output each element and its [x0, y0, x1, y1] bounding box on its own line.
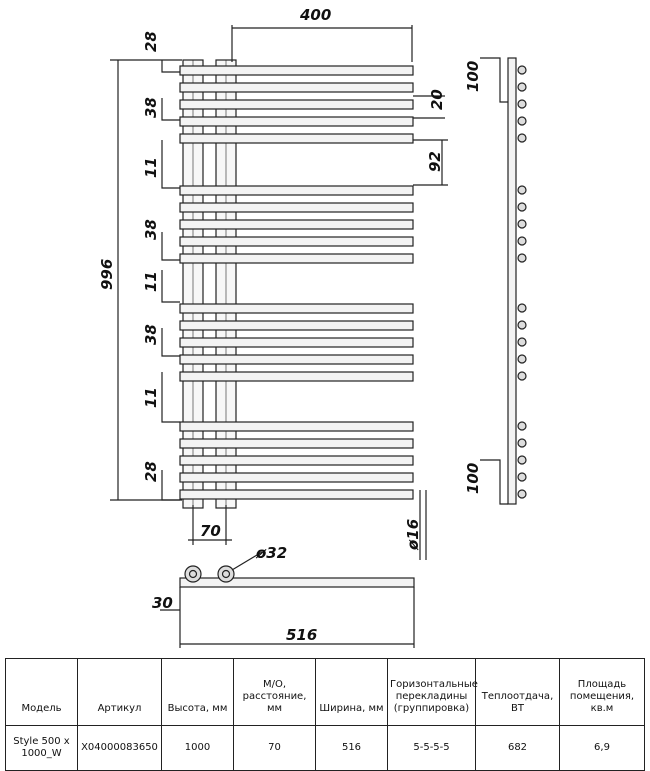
bar-end-icon	[517, 489, 527, 499]
bar-end-icon	[517, 65, 527, 75]
horizontal-bar	[179, 65, 414, 76]
bar-end-icon	[517, 82, 527, 92]
horizontal-bars	[179, 65, 414, 500]
dim-total-height: 996	[98, 259, 116, 290]
horizontal-bar	[179, 489, 414, 500]
horizontal-bar	[179, 421, 414, 432]
bar-end-icon	[517, 99, 527, 109]
table-cell: 516	[315, 725, 388, 771]
side-knobs	[517, 65, 527, 499]
bar-end-icon	[517, 421, 527, 431]
bar-end-icon	[517, 455, 527, 465]
front-view	[110, 25, 448, 560]
header-cell: Высота, мм	[161, 658, 234, 726]
dim-inlet-diameter: ø32	[255, 544, 287, 562]
header-cell: Модель	[5, 658, 78, 726]
table-header-row: Модель Артикул Высота, мм М/О, расстояни…	[5, 658, 645, 726]
bar-end-icon	[517, 253, 527, 263]
dim-left-top-gap: 28	[142, 31, 160, 52]
dim-gap-11-a: 11	[142, 157, 160, 178]
top-view-bar	[179, 577, 415, 588]
inlet-right-icon	[217, 565, 235, 583]
horizontal-bar	[179, 337, 414, 348]
horizontal-bar	[179, 438, 414, 449]
horizontal-bar	[179, 320, 414, 331]
dim-group-gap-3: 38	[142, 324, 160, 345]
dim-pipe-diameter: ø16	[404, 519, 422, 551]
bar-end-icon	[517, 472, 527, 482]
horizontal-bar	[179, 219, 414, 230]
horizontal-bar	[179, 303, 414, 314]
top-view	[160, 551, 415, 648]
bar-end-icon	[517, 337, 527, 347]
table-cell: X04000083650	[77, 725, 162, 771]
table-cell: 1000	[161, 725, 234, 771]
horizontal-bar	[179, 202, 414, 213]
table-row: Style 500 x 1000_W X04000083650 1000 70 …	[5, 725, 645, 771]
bar-end-icon	[517, 303, 527, 313]
horizontal-bar	[179, 253, 414, 264]
dim-group-gap-2: 38	[142, 219, 160, 240]
dim-group-gap-1: 38	[142, 97, 160, 118]
bar-end-icon	[517, 133, 527, 143]
dim-gap-11-c: 11	[142, 387, 160, 408]
side-view	[480, 57, 527, 505]
horizontal-bar	[179, 472, 414, 483]
dim-overall-width: 516	[286, 626, 317, 644]
horizontal-bar	[179, 354, 414, 365]
dim-side-top: 100	[464, 61, 482, 92]
bar-end-icon	[517, 320, 527, 330]
side-collector	[507, 57, 517, 505]
bar-end-icon	[517, 219, 527, 229]
dim-side-bottom: 100	[464, 463, 482, 494]
bar-end-icon	[517, 185, 527, 195]
table-cell: Style 500 x 1000_W	[5, 725, 78, 771]
bar-end-icon	[517, 354, 527, 364]
dim-connection-distance: 70	[200, 522, 221, 540]
horizontal-bar	[179, 99, 414, 110]
horizontal-bar	[179, 82, 414, 93]
dim-bar-height: 20	[428, 89, 446, 110]
header-cell: Ширина, мм	[315, 658, 388, 726]
bar-end-icon	[517, 202, 527, 212]
horizontal-bar	[179, 455, 414, 466]
horizontal-bar	[179, 116, 414, 127]
bar-end-icon	[517, 371, 527, 381]
table-cell: 6,9	[559, 725, 645, 771]
dim-gap-11-b: 11	[142, 271, 160, 292]
header-cell: Артикул	[77, 658, 162, 726]
bar-end-icon	[517, 236, 527, 246]
inlet-left-icon	[184, 565, 202, 583]
dim-top-width: 400	[299, 6, 331, 24]
bar-end-icon	[517, 438, 527, 448]
radiator-technical-drawing: 400 28 38 11 38 11 38 11 28 996 20 92 10…	[98, 6, 527, 648]
table-cell: 5-5-5-5	[387, 725, 476, 771]
table-cell: 70	[233, 725, 316, 771]
header-cell: Горизонтальные перекладины (группировка)	[387, 658, 478, 726]
table-cell: 682	[475, 725, 560, 771]
header-cell: М/О, расстояние, мм	[233, 658, 316, 726]
bar-end-icon	[517, 116, 527, 126]
header-cell: Площадь помещения, кв.м	[559, 658, 645, 726]
horizontal-bar	[179, 185, 414, 196]
dim-wall-offset: 30	[152, 594, 173, 612]
specifications-table: Модель Артикул Высота, мм М/О, расстояни…	[5, 658, 645, 771]
dim-bar-spacing: 92	[426, 151, 444, 172]
dim-left-bottom-gap: 28	[142, 461, 160, 482]
header-cell: Теплоотдача, ВТ	[475, 658, 560, 726]
horizontal-bar	[179, 371, 414, 382]
horizontal-bar	[179, 133, 414, 144]
horizontal-bar	[179, 236, 414, 247]
